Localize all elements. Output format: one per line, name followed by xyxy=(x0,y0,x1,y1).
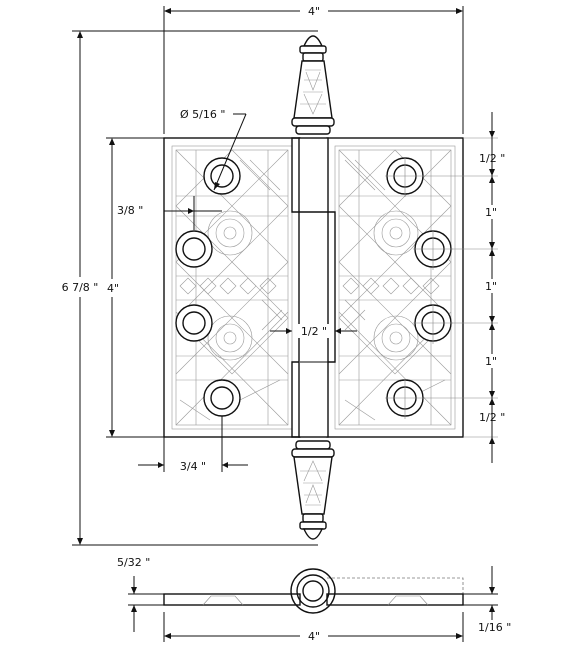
hinge-front-view xyxy=(163,35,464,540)
screw-hole xyxy=(175,304,213,342)
top-finial xyxy=(291,35,335,135)
knuckle-gap-dimension: 1/2 " xyxy=(270,324,357,338)
hole-spacing-label: 1/2 " xyxy=(479,411,505,424)
leaf-thickness-dimension: 1/16 " xyxy=(463,566,511,634)
thickness-label: 5/32 " xyxy=(117,556,150,569)
screw-hole xyxy=(203,379,241,417)
hole-offset-dimension: 3/8 " xyxy=(117,196,222,230)
hole-spacing-dimensions: 1/2 " 1" 1" 1" 1/2 " xyxy=(423,112,505,463)
screw-hole xyxy=(175,230,213,268)
hole-diameter-label: Ø 5/16 " xyxy=(180,108,225,121)
leaf-thickness-label: 1/16 " xyxy=(478,621,511,634)
hinge-side-view xyxy=(163,568,464,614)
overall-height-dimension: 6 7/8 " xyxy=(58,30,318,546)
bottom-width-dimension: 4" xyxy=(163,612,464,643)
thickness-dimension: 5/32 " xyxy=(117,556,164,632)
knuckle xyxy=(291,137,336,438)
hole-diameter-callout: Ø 5/16 " xyxy=(180,108,247,191)
hole-spacing-label: 1" xyxy=(485,206,497,219)
bottom-width-label: 4" xyxy=(308,630,320,643)
hole-spacing-label: 1" xyxy=(485,355,497,368)
top-width-dimension: 4" xyxy=(163,5,464,134)
overall-height-label: 6 7/8 " xyxy=(62,281,99,294)
bottom-finial xyxy=(291,440,335,540)
leaf-height-dimension: 4" xyxy=(100,137,164,438)
leaf-height-label: 4" xyxy=(107,282,119,295)
hole-offset-label: 3/8 " xyxy=(117,204,143,217)
knuckle-gap-label: 1/2 " xyxy=(301,325,327,338)
hole-spacing-label: 1" xyxy=(485,280,497,293)
top-width-label: 4" xyxy=(308,5,320,18)
hole-spacing-label: 1/2 " xyxy=(479,152,505,165)
screw-hole xyxy=(203,157,241,195)
hole-inset-dimension: 3/4 " xyxy=(138,416,248,473)
hole-inset-label: 3/4 " xyxy=(180,460,206,473)
